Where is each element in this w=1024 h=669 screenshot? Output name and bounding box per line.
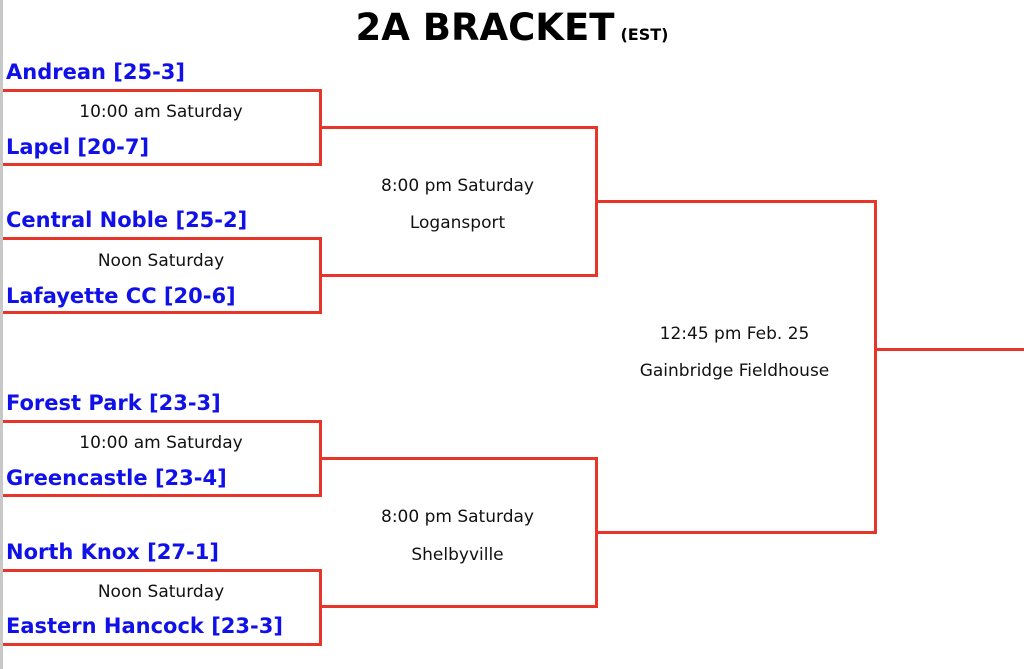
team-greencastle[interactable]: Greencastle [23-4]: [6, 466, 227, 490]
semifinal-1-time: 8:00 pm Saturday: [381, 176, 534, 196]
team-lafayette-cc[interactable]: Lafayette CC [20-6]: [6, 284, 236, 308]
page-edge: [0, 0, 3, 669]
champion-line: [874, 348, 1024, 351]
semifinal-2-location: Shelbyville: [411, 545, 504, 565]
semifinal-2-time: 8:00 pm Saturday: [381, 507, 534, 527]
game-2-time: Noon Saturday: [97, 251, 225, 271]
final-bracket: [595, 200, 877, 534]
final-time: 12:45 pm Feb. 25: [659, 324, 810, 344]
semifinal-1-bracket: [319, 126, 598, 277]
team-lapel[interactable]: Lapel [20-7]: [6, 135, 150, 159]
game-1-time: 10:00 am Saturday: [79, 102, 243, 122]
final-location: Gainbridge Fieldhouse: [639, 361, 830, 381]
team-andrean[interactable]: Andrean [25-3]: [6, 60, 186, 84]
game-4-time: Noon Saturday: [97, 582, 225, 602]
team-eastern-hancock[interactable]: Eastern Hancock [23-3]: [6, 614, 283, 638]
semifinal-1-location: Logansport: [409, 213, 506, 233]
team-central-noble[interactable]: Central Noble [25-2]: [6, 208, 248, 232]
semifinal-2-bracket: [319, 457, 598, 608]
page-title: 2A BRACKET (EST): [0, 6, 1024, 49]
team-forest-park[interactable]: Forest Park [23-3]: [6, 391, 221, 415]
title-timezone: (EST): [620, 25, 669, 44]
team-north-knox[interactable]: North Knox [27-1]: [6, 540, 219, 564]
game-3-time: 10:00 am Saturday: [79, 433, 243, 453]
title-text: 2A BRACKET: [355, 6, 615, 49]
